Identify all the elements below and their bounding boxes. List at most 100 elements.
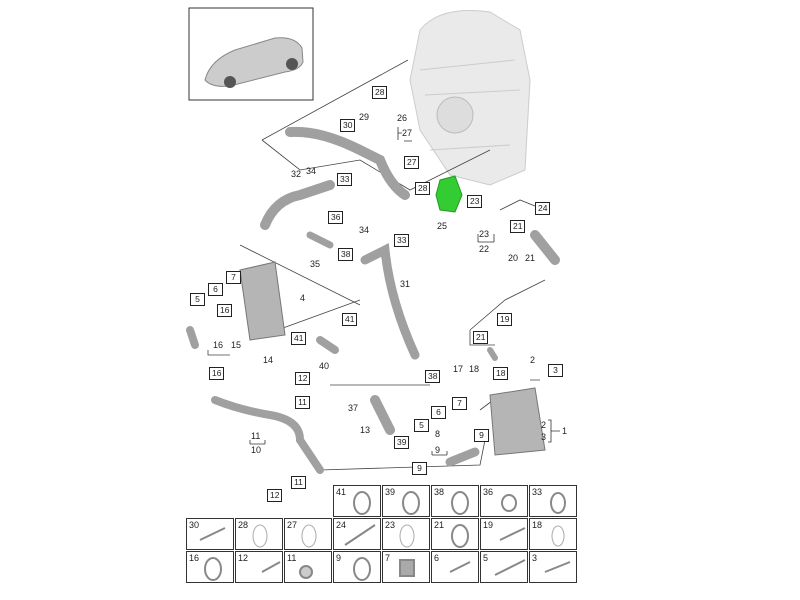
callout-28[interactable]: 28 bbox=[372, 86, 388, 99]
part-cell[interactable]: 38 bbox=[431, 485, 479, 517]
callout-18[interactable]: 18 bbox=[469, 364, 480, 374]
part-cell[interactable]: 19 bbox=[480, 518, 528, 550]
engine-illustration bbox=[409, 9, 531, 186]
part-number: 6 bbox=[434, 553, 440, 563]
part-cell[interactable]: 33 bbox=[529, 485, 577, 517]
callout-5[interactable]: 5 bbox=[190, 293, 205, 306]
callout-14[interactable]: 14 bbox=[263, 355, 274, 365]
callout-25[interactable]: 25 bbox=[437, 221, 448, 231]
part-number: 5 bbox=[483, 553, 489, 563]
callout-32[interactable]: 32 bbox=[291, 169, 302, 179]
callout-5[interactable]: 5 bbox=[414, 419, 429, 432]
callout-35[interactable]: 35 bbox=[310, 259, 321, 269]
leader-lines bbox=[207, 59, 546, 471]
callout-9[interactable]: 9 bbox=[435, 445, 441, 455]
part-cell[interactable]: 39 bbox=[382, 485, 430, 517]
part-cell[interactable]: 3 bbox=[529, 551, 577, 583]
callout-33[interactable]: 33 bbox=[394, 234, 410, 247]
part-cell[interactable]: 12 bbox=[235, 551, 283, 583]
callout-23[interactable]: 23 bbox=[479, 229, 490, 239]
callout-30[interactable]: 30 bbox=[340, 119, 356, 132]
part-cell[interactable]: 9 bbox=[333, 551, 381, 583]
callout-7[interactable]: 7 bbox=[452, 397, 467, 410]
part-number: 38 bbox=[434, 487, 445, 497]
callout-24[interactable]: 24 bbox=[535, 202, 551, 215]
part-number: 33 bbox=[532, 487, 543, 497]
part-cell[interactable]: 30 bbox=[186, 518, 234, 550]
callout-6[interactable]: 6 bbox=[208, 283, 223, 296]
callout-34[interactable]: 34 bbox=[306, 166, 317, 176]
callout-29[interactable]: 29 bbox=[359, 112, 370, 122]
callout-26[interactable]: 26 bbox=[397, 113, 408, 123]
callout-6[interactable]: 6 bbox=[431, 406, 446, 419]
part-cell[interactable]: 41 bbox=[333, 485, 381, 517]
callout-2[interactable]: 2 bbox=[530, 355, 536, 365]
callout-12[interactable]: 12 bbox=[295, 372, 311, 385]
part-cell[interactable]: 23 bbox=[382, 518, 430, 550]
part-cell[interactable]: 28 bbox=[235, 518, 283, 550]
callout-9[interactable]: 9 bbox=[474, 429, 489, 442]
callout-27[interactable]: 27 bbox=[402, 128, 413, 138]
callout-7[interactable]: 7 bbox=[226, 271, 241, 284]
callout-2[interactable]: 2 bbox=[541, 420, 547, 430]
callout-22[interactable]: 22 bbox=[479, 244, 490, 254]
callout-31[interactable]: 31 bbox=[400, 279, 411, 289]
vehicle-thumbnail bbox=[188, 7, 314, 101]
callout-36[interactable]: 36 bbox=[328, 211, 344, 224]
callout-1[interactable]: 1 bbox=[562, 426, 568, 436]
callout-41[interactable]: 41 bbox=[291, 332, 307, 345]
callout-34[interactable]: 34 bbox=[359, 225, 370, 235]
callout-21[interactable]: 21 bbox=[473, 331, 489, 344]
callout-3[interactable]: 3 bbox=[548, 364, 563, 377]
part-number: 41 bbox=[336, 487, 347, 497]
part-cell[interactable]: 24 bbox=[333, 518, 381, 550]
callout-23[interactable]: 23 bbox=[467, 195, 483, 208]
part-cell[interactable]: 21 bbox=[431, 518, 479, 550]
callout-13[interactable]: 13 bbox=[360, 425, 371, 435]
highlighted-part-25 bbox=[435, 175, 463, 213]
callout-33[interactable]: 33 bbox=[337, 173, 353, 186]
part-number: 11 bbox=[287, 553, 297, 563]
callout-10[interactable]: 10 bbox=[251, 445, 262, 455]
part-cell[interactable]: 36 bbox=[480, 485, 528, 517]
part-cell[interactable]: 11 bbox=[284, 551, 332, 583]
part-cell[interactable]: 18 bbox=[529, 518, 577, 550]
callout-37[interactable]: 37 bbox=[348, 403, 359, 413]
callout-38[interactable]: 38 bbox=[425, 370, 441, 383]
part-cell[interactable]: 7 bbox=[382, 551, 430, 583]
callout-16[interactable]: 16 bbox=[217, 304, 233, 317]
part-number: 21 bbox=[434, 520, 445, 530]
callout-40[interactable]: 40 bbox=[319, 361, 330, 371]
callout-16[interactable]: 16 bbox=[209, 367, 225, 380]
brackets bbox=[249, 127, 560, 456]
callout-11[interactable]: 11 bbox=[251, 431, 261, 441]
callout-17[interactable]: 17 bbox=[453, 364, 464, 374]
callout-4[interactable]: 4 bbox=[300, 293, 306, 303]
callout-15[interactable]: 15 bbox=[231, 340, 242, 350]
callout-16[interactable]: 16 bbox=[213, 340, 224, 350]
part-cell[interactable]: 5 bbox=[480, 551, 528, 583]
callout-27[interactable]: 27 bbox=[404, 156, 420, 169]
callout-9[interactable]: 9 bbox=[412, 462, 427, 475]
part-cell[interactable]: 6 bbox=[431, 551, 479, 583]
part-cell[interactable]: 27 bbox=[284, 518, 332, 550]
callout-39[interactable]: 39 bbox=[394, 436, 410, 449]
part-number: 28 bbox=[238, 520, 249, 530]
callout-3[interactable]: 3 bbox=[541, 432, 547, 442]
callout-12[interactable]: 12 bbox=[267, 489, 283, 502]
part-number: 19 bbox=[483, 520, 494, 530]
callout-18[interactable]: 18 bbox=[493, 367, 509, 380]
callout-11[interactable]: 11 bbox=[291, 476, 306, 489]
callout-20[interactable]: 20 bbox=[508, 253, 519, 263]
callout-11[interactable]: 11 bbox=[295, 396, 310, 409]
callout-21[interactable]: 21 bbox=[525, 253, 536, 263]
part-number: 18 bbox=[532, 520, 543, 530]
callout-8[interactable]: 8 bbox=[435, 429, 441, 439]
callout-19[interactable]: 19 bbox=[497, 313, 513, 326]
callout-21[interactable]: 21 bbox=[510, 220, 526, 233]
callout-38[interactable]: 38 bbox=[338, 248, 354, 261]
callout-28[interactable]: 28 bbox=[415, 182, 431, 195]
callout-41[interactable]: 41 bbox=[342, 313, 358, 326]
part-cell[interactable]: 16 bbox=[186, 551, 234, 583]
